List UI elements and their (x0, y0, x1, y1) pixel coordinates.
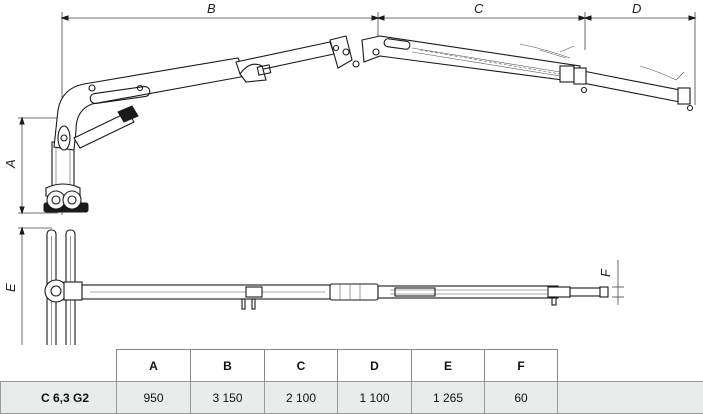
dimension-e-line (18, 226, 52, 345)
column-header-b: B (190, 349, 265, 382)
dimension-f-line (612, 260, 624, 305)
dim-label-f: F (598, 268, 613, 277)
table-header-row: A B C D E F (0, 349, 703, 382)
lift-cylinder (73, 105, 139, 149)
top-dimension-lines (60, 12, 697, 215)
jib-cylinder (235, 35, 360, 83)
dim-label-b: B (207, 1, 216, 16)
outer-boom (361, 35, 581, 83)
column-header-c: C (264, 349, 338, 382)
dim-label-c: C (474, 1, 484, 16)
dim-label-e: E (3, 283, 18, 292)
crane-technical-drawing: B C D A (3, 1, 697, 345)
dimension-spec-table: A B C D E F C 6,3 G2 950 3 150 2 100 1 1… (0, 349, 703, 414)
column-header-d: D (337, 349, 412, 382)
value-c: 2 100 (264, 381, 338, 414)
value-f: 60 (484, 381, 558, 414)
value-b: 3 150 (190, 381, 265, 414)
plan-outrigger-legs (44, 229, 83, 345)
table-row: C 6,3 G2 950 3 150 2 100 1 100 1 265 60 (0, 381, 703, 414)
dim-label-d: D (632, 1, 641, 16)
dimension-a-line (18, 116, 58, 215)
value-e: 1 265 (411, 381, 485, 414)
main-boom (53, 57, 247, 151)
value-a: 950 (116, 381, 191, 414)
column-header-f: F (484, 349, 558, 382)
column-header-e: E (411, 349, 485, 382)
plan-boom (81, 283, 609, 310)
column-header-a: A (116, 349, 191, 382)
extension-boom (573, 65, 694, 112)
value-d: 1 100 (337, 381, 412, 414)
model-name: C 6,3 G2 (0, 381, 117, 414)
dim-label-a: A (3, 159, 18, 169)
crane-column (43, 141, 89, 213)
